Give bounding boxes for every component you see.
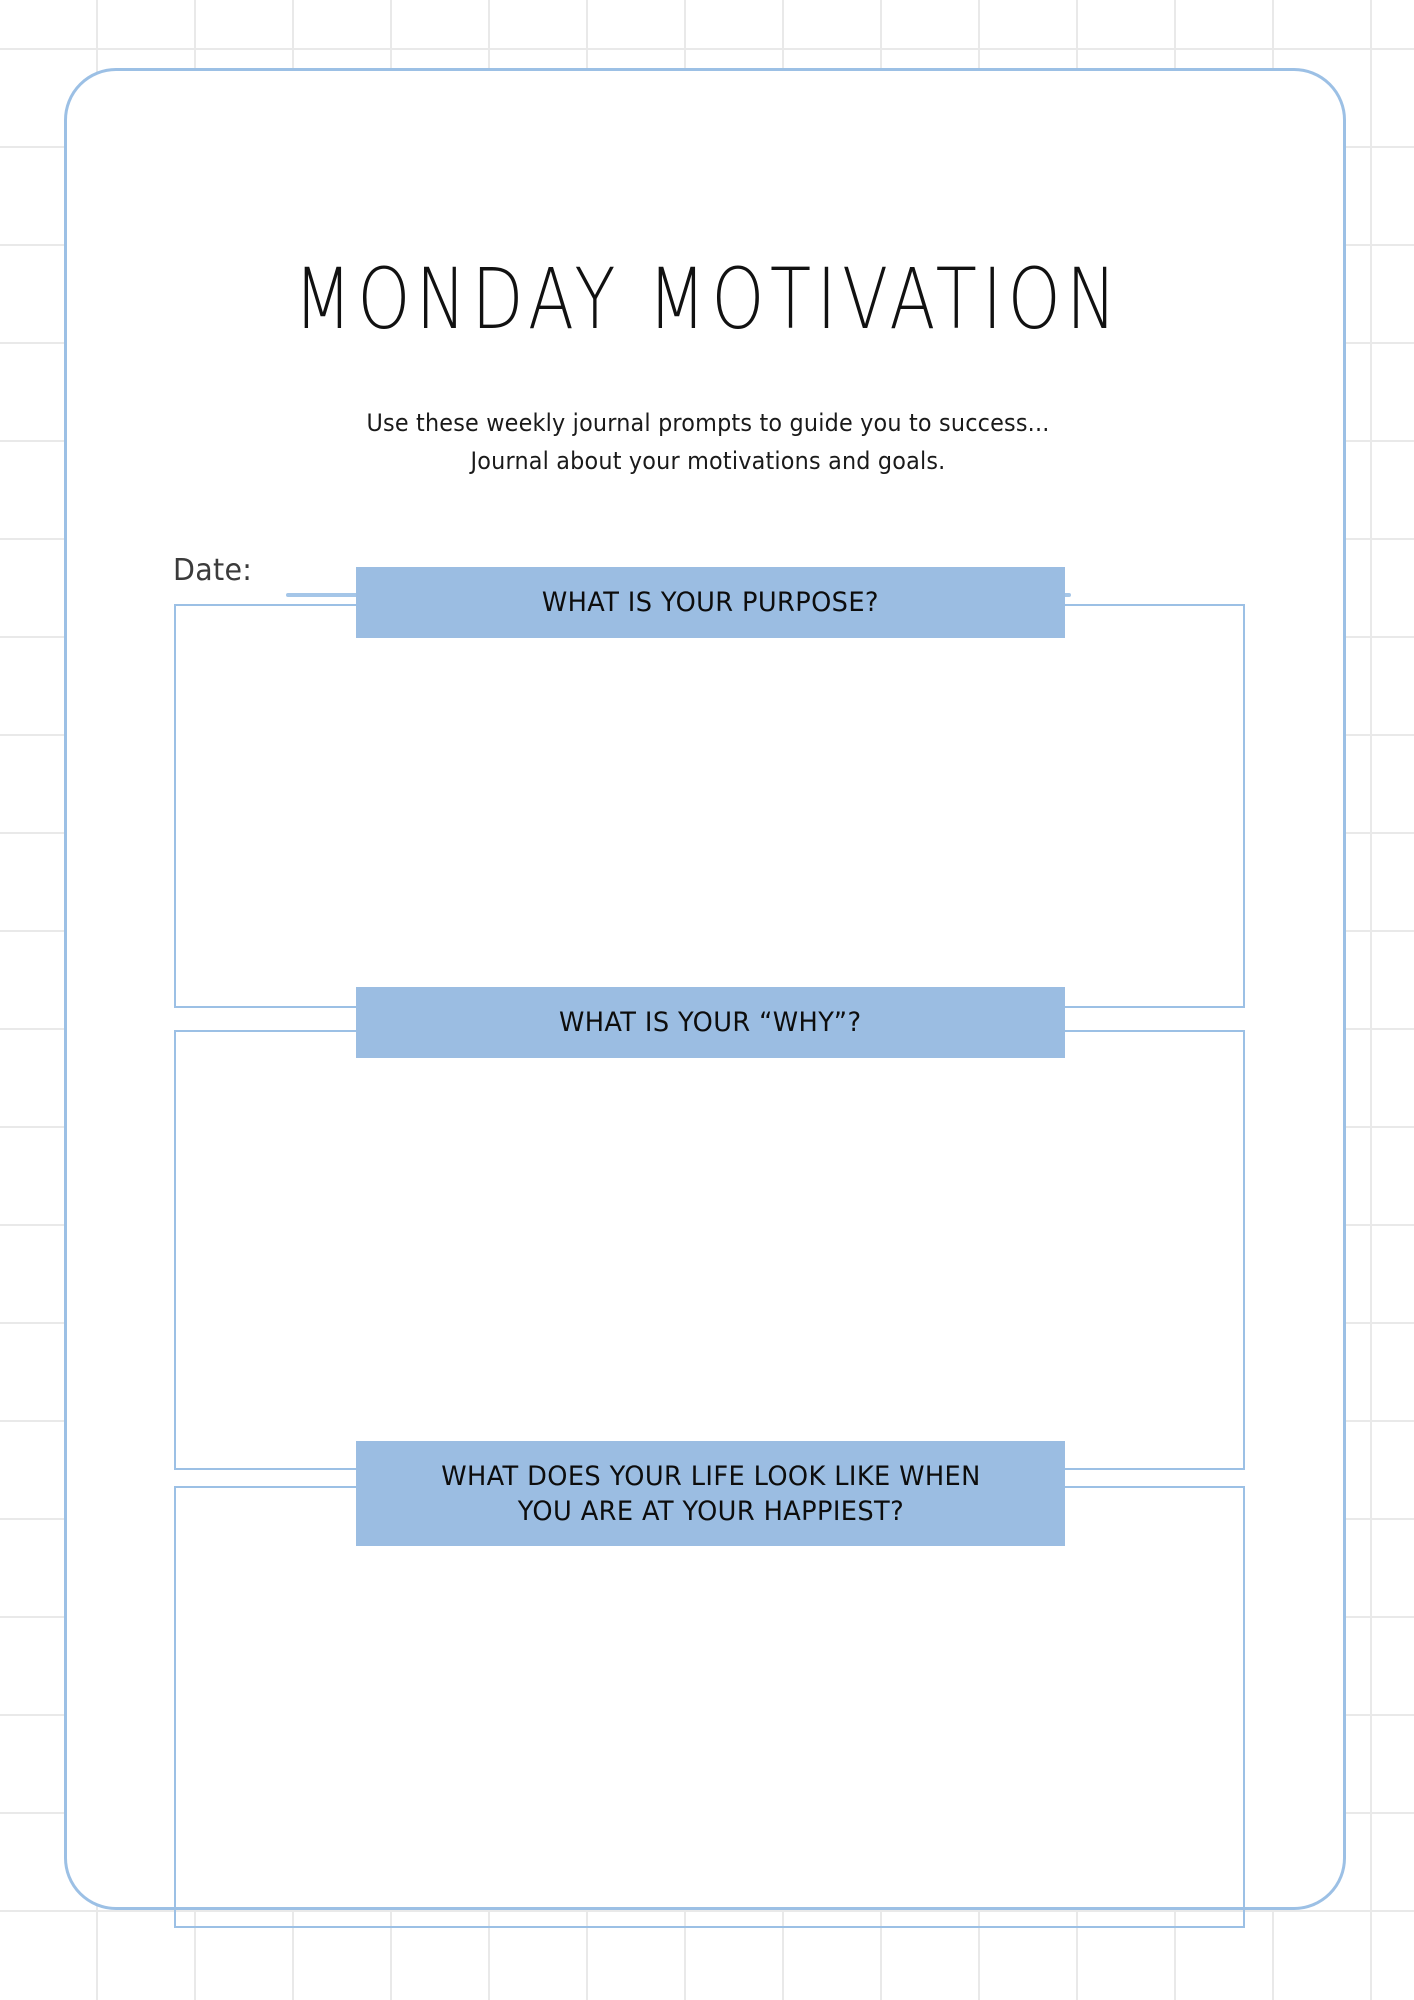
- worksheet-card: MONDAY MOTIVATION Use these weekly journ…: [64, 68, 1349, 1928]
- prompt-banner-purpose: WHAT IS YOUR PURPOSE?: [356, 567, 1065, 638]
- prompt-banner-label-happiest: WHAT DOES YOUR LIFE LOOK LIKE WHEN YOU A…: [427, 1459, 995, 1529]
- prompt-banner-label-purpose: WHAT IS YOUR PURPOSE?: [541, 587, 880, 618]
- answer-box-purpose[interactable]: [174, 604, 1245, 1008]
- answer-box-why[interactable]: [174, 1030, 1245, 1470]
- date-label: Date:: [173, 553, 253, 588]
- prompt-banner-why: WHAT IS YOUR “WHY”?: [356, 987, 1065, 1058]
- prompt-section-happiest: WHAT DOES YOUR LIFE LOOK LIKE WHEN YOU A…: [67, 1441, 1349, 1928]
- prompt-banner-label-why: WHAT IS YOUR “WHY”?: [559, 1007, 862, 1038]
- prompt-banner-label-happiest-line-2: YOU ARE AT YOUR HAPPIEST?: [517, 1495, 904, 1527]
- page-subtitle-line-2: Journal about your motivations and goals…: [470, 447, 946, 475]
- answer-box-happiest[interactable]: [174, 1486, 1245, 1928]
- page-title: MONDAY MOTIVATION: [293, 250, 1123, 349]
- prompt-section-why: WHAT IS YOUR “WHY”?: [67, 987, 1349, 1470]
- prompt-banner-label-happiest-line-1: WHAT DOES YOUR LIFE LOOK LIKE WHEN: [440, 1460, 981, 1492]
- prompt-banner-happiest: WHAT DOES YOUR LIFE LOOK LIKE WHEN YOU A…: [356, 1441, 1065, 1546]
- page-subtitle: Use these weekly journal prompts to guid…: [112, 404, 1304, 480]
- page-subtitle-line-1: Use these weekly journal prompts to guid…: [366, 409, 1050, 437]
- prompt-section-purpose: WHAT IS YOUR PURPOSE?: [67, 567, 1349, 1008]
